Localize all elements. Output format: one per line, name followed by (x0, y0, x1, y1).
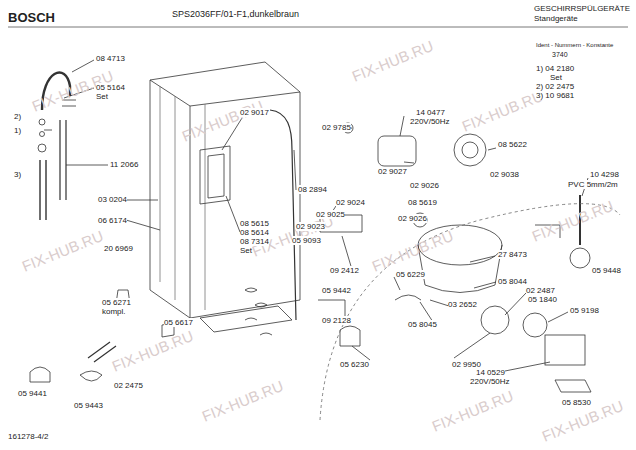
pressure-switch (570, 248, 590, 268)
part-number: PVC 5mm/2m (568, 180, 618, 189)
part-number: 02 9027 (378, 167, 407, 176)
part-number: 02 9026 (398, 214, 427, 223)
part-number: 03 0204 (98, 195, 127, 204)
part-number: 06 6174 (98, 216, 127, 225)
part-number: 02 9025 (316, 210, 345, 219)
part-number: 05 6271 (102, 298, 131, 307)
watermark: FIX-HUB.RU (110, 328, 196, 375)
part-number: 08 5615 (240, 219, 269, 228)
part-number: 08 2894 (298, 185, 327, 194)
part-number: 05 9198 (570, 306, 599, 315)
part-number: 1) (14, 126, 21, 135)
header-text: Standgeräte (534, 14, 578, 23)
part-number: 05 6230 (340, 360, 369, 369)
header-text: GESCHIRRSPÜLGERÄTE (534, 4, 630, 13)
part-number: 05 9442 (322, 286, 351, 295)
drain-pump (545, 335, 585, 365)
part-number: 02 9023 (296, 222, 325, 231)
part-number: 05 5164 (96, 83, 125, 92)
watermark: FIX-HUB.RU (430, 388, 516, 435)
part-number: Set (240, 246, 252, 255)
watermark: FIX-HUB.RU (460, 88, 546, 135)
part-number: 161278-4/2 (8, 432, 48, 441)
part-number: 03 2652 (448, 300, 477, 309)
part-number: 08 5614 (240, 228, 269, 237)
part-number: 05 8045 (408, 320, 437, 329)
part-number: 2) (14, 112, 21, 121)
part-number: 220V/50Hz (410, 117, 450, 126)
part-number: 09 2412 (330, 266, 359, 275)
pump (481, 306, 509, 334)
part-number: 09 2128 (322, 316, 351, 325)
part-number: 05 9448 (592, 266, 621, 275)
part-number: 20 6969 (104, 244, 133, 253)
part-number: 27 8473 (498, 250, 527, 259)
part-number: 05 1840 (528, 295, 557, 304)
part-number: 05 9093 (292, 236, 321, 245)
part-number: 08 5622 (498, 140, 527, 149)
part-number: 02 9017 (240, 108, 269, 117)
header-text: SPS2036FF/01-F1,dunkelbraun (172, 9, 299, 19)
part-number: 3) (14, 170, 21, 179)
watermark: FIX-HUB.RU (180, 98, 266, 145)
header-text: BOSCH (8, 11, 55, 25)
watermark: FIX-HUB.RU (350, 38, 436, 85)
part-number: 220V/50Hz (470, 377, 510, 386)
part-number: 05 8044 (498, 277, 527, 286)
watermark: FIX-HUB.RU (370, 228, 456, 275)
inlet-hose (40, 160, 46, 220)
part-number: 10 4298 (590, 170, 619, 179)
part-number: 05 9443 (74, 401, 103, 410)
dispenser (200, 146, 230, 204)
part-number: 05 6229 (396, 270, 425, 279)
part-number: 02 2487 (526, 286, 555, 295)
part-number: 08 4713 (96, 54, 125, 63)
header-text: 3740 (552, 51, 568, 59)
pump-housing (454, 134, 486, 166)
watermark: FIX-HUB.RU (530, 198, 616, 245)
cabinet-frame (150, 62, 300, 318)
header-text: 3) 10 9681 (536, 91, 574, 100)
part-number: 02 9785 (322, 123, 351, 132)
part-number: 14 0477 (416, 108, 445, 117)
valve (30, 367, 50, 382)
clips (245, 288, 272, 335)
header-text: Ident - Nummern - Konstante (536, 42, 613, 49)
header-text: 2) 02 2475 (536, 82, 574, 91)
cabinet-edge (150, 80, 300, 318)
door-seal (270, 110, 296, 320)
header-text: Set (550, 73, 562, 82)
part-number: 14 0529 (476, 368, 505, 377)
part-number: 05 8530 (562, 398, 591, 407)
part-number: 05 9441 (18, 389, 47, 398)
part-number: 05 6617 (164, 318, 193, 327)
header-text: 1) 04 2180 (536, 64, 574, 73)
part-number: 11 2066 (110, 160, 138, 169)
part-number: 08 5619 (408, 198, 437, 207)
part-number: 02 9038 (490, 170, 519, 179)
part-number: 02 9024 (336, 198, 365, 207)
part-number: Set (96, 92, 108, 101)
part-number: 02 2475 (114, 381, 143, 390)
pump-motor (378, 136, 416, 166)
part-number: 02 9026 (410, 181, 439, 190)
part-number: 08 7314 (240, 237, 269, 246)
watermark: FIX-HUB.RU (20, 228, 106, 275)
watermark: FIX-HUB.RU (200, 378, 286, 425)
part-number: kompl. (102, 307, 126, 316)
